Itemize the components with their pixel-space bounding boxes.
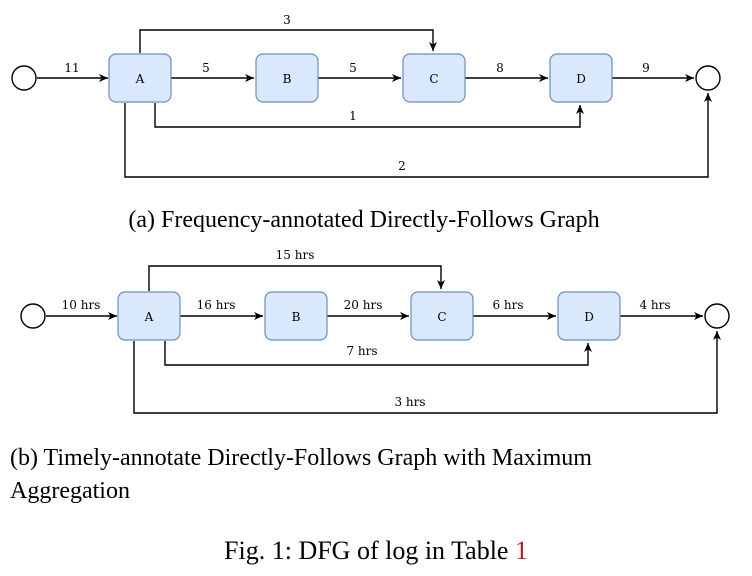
edge-b-A-D (164, 341, 592, 366)
node-a-A: A (108, 53, 172, 103)
caption-a: (a) Frequency-annotated Directly-Follows… (128, 207, 599, 233)
edge-label-b-B-C: 20 hrs (344, 298, 383, 312)
node-label: C (437, 310, 446, 324)
node-b-C: C (410, 291, 474, 341)
caption-b-line1: (b) Timely-annotate Directly-Follows Gra… (10, 445, 592, 471)
end-event-b (704, 303, 730, 329)
edge-a-A-D (154, 103, 584, 128)
diagram-b: A B C D 10 hrs 16 hrs 20 hrs 6 hrs 4 hrs… (10, 248, 730, 504)
start-event-b (20, 303, 46, 329)
node-label: C (429, 72, 438, 86)
edge-label-b-A-B: 16 hrs (197, 298, 236, 312)
node-b-B: B (264, 291, 328, 341)
node-label: D (576, 72, 586, 86)
figure-caption-text: Fig. 1: DFG of log in Table (224, 536, 515, 565)
caption-b-line2: Aggregation (10, 478, 130, 504)
edge-label-b-start-A: 10 hrs (62, 298, 101, 312)
edge-a-A-C (139, 29, 437, 53)
node-a-D: D (549, 53, 613, 103)
table-reference-link[interactable]: 1 (515, 536, 528, 565)
node-label: A (135, 72, 145, 86)
start-event-a (11, 65, 37, 91)
edge-a-A-end (124, 93, 712, 178)
edge-label-a-C-D: 8 (496, 61, 504, 75)
figure-caption: Fig. 1: DFG of log in Table 1 (224, 536, 528, 565)
edge-b-A-end (133, 331, 721, 414)
node-a-B: B (255, 53, 319, 103)
node-label: B (292, 310, 301, 324)
node-b-D: D (557, 291, 621, 341)
node-a-C: C (402, 53, 466, 103)
edge-label-a-A-C: 3 (283, 13, 291, 27)
edge-label-b-C-D: 6 hrs (492, 298, 523, 312)
node-label: B (283, 72, 292, 86)
edge-label-a-A-end: 2 (398, 159, 406, 173)
edge-label-b-A-C: 15 hrs (276, 248, 315, 262)
edge-label-a-start-A: 11 (64, 61, 79, 75)
edge-label-a-D-end: 9 (642, 61, 650, 75)
end-event-a (695, 65, 721, 91)
node-b-A: A (117, 291, 181, 341)
node-label: D (584, 310, 594, 324)
edge-label-a-A-B: 5 (202, 61, 210, 75)
edge-b-A-C (148, 265, 445, 291)
diagram-a: A B C D 11 5 5 8 9 3 1 2 (a) Frequency-a… (11, 13, 721, 233)
node-label: A (144, 310, 154, 324)
edge-label-b-A-end: 3 hrs (394, 395, 425, 409)
edge-label-b-A-D: 7 hrs (346, 344, 377, 358)
edge-label-a-B-C: 5 (349, 61, 357, 75)
edge-label-a-A-D: 1 (349, 109, 357, 123)
edge-label-b-D-end: 4 hrs (639, 298, 670, 312)
